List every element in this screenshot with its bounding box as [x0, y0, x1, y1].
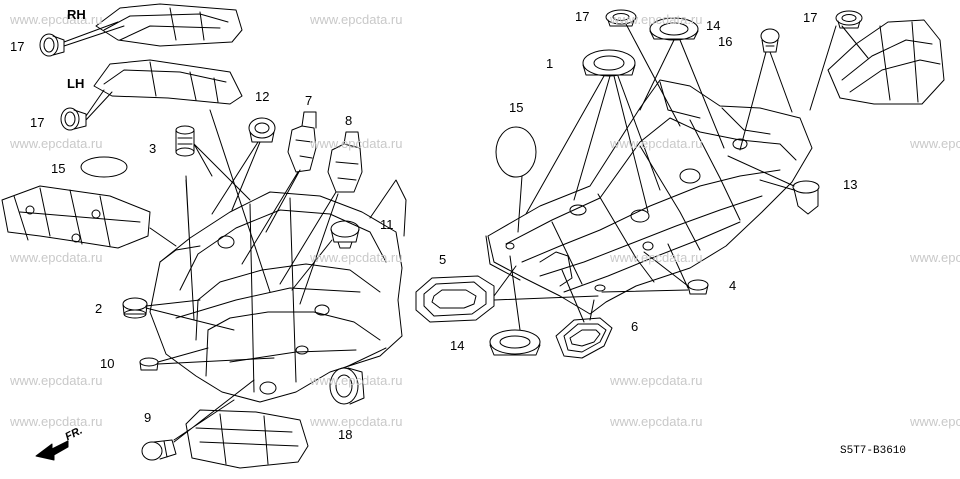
leader-5	[493, 265, 599, 301]
plug-3	[175, 125, 195, 157]
watermark: www.epcdata.ru	[310, 136, 403, 151]
callout-12: 12	[255, 89, 270, 104]
sub-frame	[1, 185, 177, 249]
grommet-17-top-a	[605, 9, 637, 27]
watermark: www.epcdata.ru	[610, 250, 703, 265]
clip-16	[760, 28, 780, 53]
leader-1	[525, 75, 661, 215]
callout-6: 6	[631, 319, 639, 334]
leader-6	[561, 269, 595, 323]
callout-14-top: 14	[706, 18, 721, 33]
plug-15-left	[80, 156, 128, 178]
callout-17-a: 17	[575, 9, 590, 24]
watermark: www.epcdata.ru	[910, 250, 960, 265]
grommet-12	[248, 117, 276, 143]
callout-17-rh: 17	[10, 39, 25, 54]
watermark: www.epcdata.ru	[310, 373, 403, 388]
callout-17-lh: 17	[30, 115, 45, 130]
leader-3	[193, 143, 251, 201]
callout-9: 9	[144, 410, 152, 425]
leader-15-left	[209, 109, 271, 293]
watermark: www.epcdata.ru	[910, 136, 960, 151]
clip-8	[327, 131, 363, 193]
callout-2: 2	[95, 301, 103, 316]
callout-15-right: 15	[509, 100, 524, 115]
clip-7	[287, 111, 317, 173]
callout-10: 10	[100, 356, 115, 371]
gasket-6	[555, 317, 613, 359]
callout-11: 11	[380, 217, 394, 232]
leader-9	[173, 379, 255, 443]
leader-13	[727, 155, 795, 191]
watermark: www.epcdata.ru	[310, 250, 403, 265]
leader-14-bottom	[509, 255, 521, 331]
callout-1: 1	[546, 56, 554, 71]
callout-13: 13	[843, 177, 858, 192]
callout-8: 8	[345, 113, 353, 128]
leader-10	[157, 347, 275, 365]
leader-sub-frame	[185, 175, 195, 321]
leader-8	[279, 191, 339, 305]
leader-14-top	[639, 39, 725, 149]
rear-floor-body	[485, 79, 813, 315]
watermark: www.epcdata.ru	[10, 136, 103, 151]
watermark: www.epcdata.ru	[310, 12, 403, 27]
leader-17-rh	[63, 21, 125, 47]
lh-label: LH	[67, 76, 85, 91]
leader-17-b	[809, 25, 869, 111]
lh-side-panel	[93, 59, 243, 105]
leader-17-lh	[85, 89, 113, 121]
callout-17-b: 17	[803, 10, 818, 25]
callout-18: 18	[338, 427, 353, 442]
watermark: www.epcdata.ru	[10, 12, 103, 27]
wheel-arch-panel	[827, 19, 945, 105]
watermark: www.epcdata.ru	[310, 414, 403, 429]
watermark: www.epcdata.ru	[10, 414, 103, 429]
callout-3: 3	[149, 141, 157, 156]
watermark: www.epcdata.ru	[610, 12, 703, 27]
rh-label: RH	[67, 7, 86, 22]
grommet-17-lh	[60, 107, 87, 131]
leader-18	[343, 347, 387, 369]
leader-11	[291, 239, 333, 291]
watermark: www.epcdata.ru	[610, 414, 703, 429]
leader-4	[601, 243, 689, 293]
grommet-17-rh	[39, 33, 65, 57]
plug-2	[122, 297, 148, 319]
grommet-14-bottom	[489, 329, 541, 356]
leader-15-right	[517, 175, 523, 233]
grommet-1	[582, 49, 636, 77]
gasket-5	[415, 275, 495, 323]
callout-14-bottom: 14	[450, 338, 465, 353]
plug-13	[792, 180, 820, 215]
callout-7: 7	[305, 93, 313, 108]
front-direction-arrow	[35, 440, 69, 461]
leader-12	[211, 141, 261, 215]
plug-9	[141, 439, 177, 461]
diagram-code: S5T7-B3610	[840, 445, 907, 457]
watermark: www.epcdata.ru	[610, 136, 703, 151]
callout-15-left: 15	[51, 161, 66, 176]
rh-side-panel	[95, 3, 243, 47]
grommet-17-top-b	[835, 10, 863, 29]
callout-4: 4	[729, 278, 737, 293]
plug-10	[139, 357, 159, 371]
watermark: www.epcdata.ru	[910, 414, 960, 429]
watermark: www.epcdata.ru	[10, 373, 103, 388]
plug-15-right	[495, 126, 537, 178]
leader-7	[241, 169, 301, 265]
watermark: www.epcdata.ru	[610, 373, 703, 388]
leader-2	[145, 299, 235, 331]
watermark: www.epcdata.ru	[10, 250, 103, 265]
leader-17-a	[625, 23, 681, 127]
callout-16: 16	[718, 34, 733, 49]
callout-5: 5	[439, 252, 447, 267]
leader-16	[739, 51, 793, 151]
plugs-4	[687, 279, 709, 295]
front-floor-body	[149, 179, 407, 403]
